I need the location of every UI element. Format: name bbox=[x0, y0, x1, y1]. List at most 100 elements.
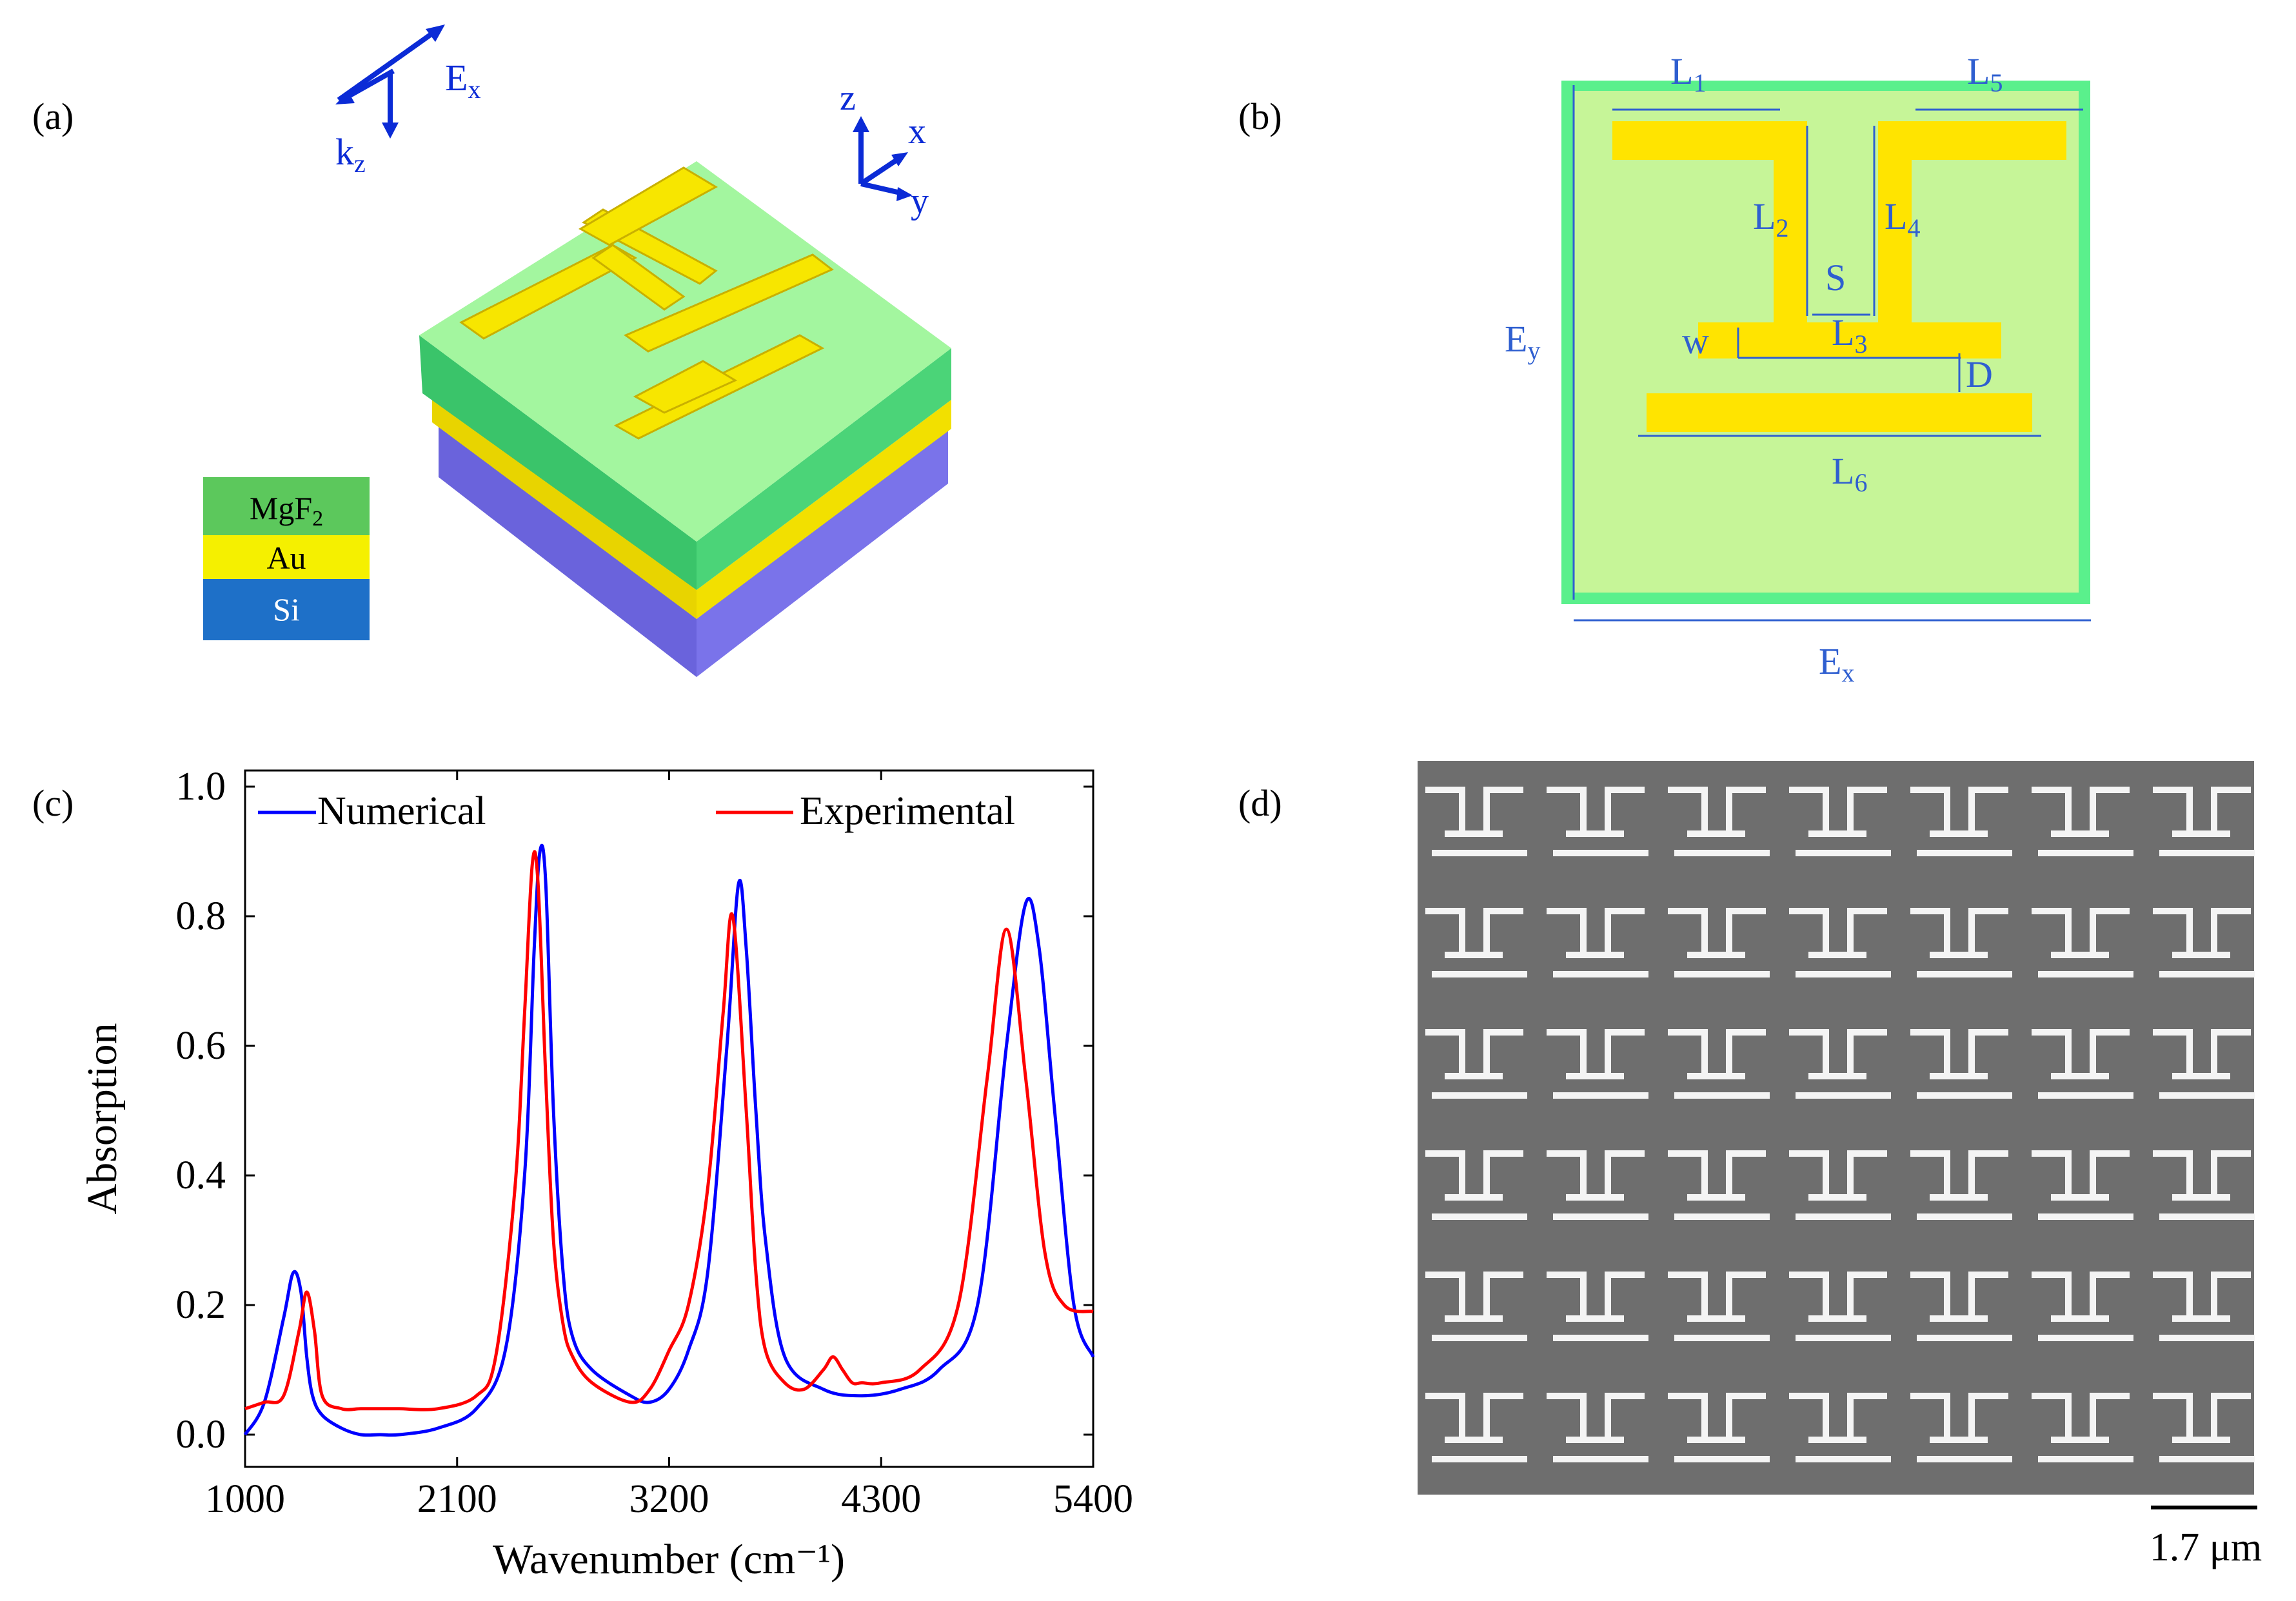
y-tick-label: 0.0 bbox=[176, 1413, 226, 1457]
sem-resonator bbox=[1789, 1272, 1891, 1341]
sem-resonator bbox=[1910, 1393, 2012, 1462]
sem-resonator bbox=[1910, 1029, 2012, 1099]
plot-frame bbox=[244, 769, 1094, 1468]
sem-resonator bbox=[1910, 1150, 2012, 1220]
sem-resonator bbox=[2153, 1150, 2255, 1220]
sem-resonator bbox=[2153, 787, 2255, 856]
sem-resonator bbox=[1425, 1393, 1527, 1462]
series-group bbox=[243, 843, 1095, 1437]
sem-resonator bbox=[1668, 908, 1770, 977]
svg-text:w: w bbox=[1682, 320, 1709, 362]
panel-a-label: (a) bbox=[32, 95, 74, 137]
x-tick-label: 1000 bbox=[205, 1477, 285, 1521]
sem-resonator-array bbox=[1425, 787, 2255, 1462]
axis-x-label: x bbox=[908, 112, 926, 152]
sem-resonator bbox=[1668, 1393, 1770, 1462]
panel-a: (a) Ex kz z x y bbox=[32, 25, 951, 677]
layer-mgf2-label: MgF2 bbox=[250, 490, 323, 531]
sem-resonator bbox=[1547, 1150, 1648, 1220]
svg-text:L1: L1 bbox=[1670, 50, 1706, 97]
legend-label-experimental: Experimental bbox=[800, 789, 1015, 833]
legend: Numerical Experimental bbox=[258, 789, 1015, 833]
sem-resonator bbox=[2153, 908, 2255, 977]
svg-text:S: S bbox=[1825, 257, 1846, 299]
svg-text:Ex: Ex bbox=[1819, 640, 1854, 687]
svg-text:L4: L4 bbox=[1885, 195, 1920, 242]
sem-resonator bbox=[2032, 1150, 2133, 1220]
y-axis-title: Absorption bbox=[79, 1023, 126, 1215]
series-line-numerical bbox=[243, 843, 1095, 1437]
sem-resonator bbox=[1547, 1029, 1648, 1099]
sem-resonator bbox=[2153, 1272, 2255, 1341]
sem-resonator bbox=[2153, 1029, 2255, 1099]
sem-resonator bbox=[1910, 787, 2012, 856]
sem-resonator bbox=[2032, 1272, 2133, 1341]
scale-bar-label: 1.7 μm bbox=[2150, 1526, 2262, 1569]
polarization-diagram bbox=[335, 25, 445, 139]
sem-resonator bbox=[1547, 1393, 1648, 1462]
sem-resonator bbox=[1668, 1150, 1770, 1220]
x-tick-label: 3200 bbox=[629, 1477, 709, 1521]
panel-d: (d) 1.7 μm bbox=[1238, 761, 2262, 1569]
x-tick-label: 5400 bbox=[1053, 1477, 1133, 1521]
sem-resonator bbox=[1789, 1029, 1891, 1099]
y-tick-label: 0.2 bbox=[176, 1283, 226, 1327]
wave-vector-label: kz bbox=[335, 131, 366, 178]
svg-text:L6: L6 bbox=[1832, 450, 1867, 497]
dimension-labels: L1 L5 L2 L4 S w L3 D L6 Ey Ex bbox=[1505, 50, 2003, 687]
sem-resonator bbox=[1668, 787, 1770, 856]
sem-resonator bbox=[1425, 1150, 1527, 1220]
sem-resonator bbox=[2032, 908, 2133, 977]
sem-resonator bbox=[1910, 1272, 2012, 1341]
tick-group: 1000 2100 3200 4300 5400 0.0 0.2 0.4 0.6 0.8 1.0 bbox=[176, 765, 1134, 1521]
sem-resonator bbox=[1789, 1393, 1891, 1462]
sem-resonator bbox=[1547, 1272, 1648, 1341]
sem-resonator bbox=[1668, 1029, 1770, 1099]
field-label: Ex bbox=[445, 57, 480, 104]
layer-si-label: Si bbox=[273, 591, 300, 627]
svg-text:L2: L2 bbox=[1753, 195, 1788, 242]
series-line-experimental bbox=[244, 850, 1094, 1411]
sem-resonator bbox=[2032, 1029, 2133, 1099]
panel-d-label: (d) bbox=[1238, 782, 1282, 824]
panel-b-label: (b) bbox=[1238, 95, 1282, 137]
y-tick-label: 1.0 bbox=[176, 765, 226, 809]
sem-resonator bbox=[2032, 787, 2133, 856]
panel-c-label: (c) bbox=[32, 782, 74, 824]
y-tick-label: 0.8 bbox=[176, 894, 226, 938]
axis-y-label: y bbox=[911, 181, 929, 221]
sem-resonator bbox=[1910, 908, 2012, 977]
axis-z-label: z bbox=[840, 78, 856, 118]
dimension-lines bbox=[1572, 85, 2091, 622]
sem-resonator bbox=[1425, 1029, 1527, 1099]
sem-resonator bbox=[1789, 787, 1891, 856]
sem-resonator bbox=[1425, 787, 1527, 856]
sem-resonator bbox=[1789, 1150, 1891, 1220]
sem-image bbox=[1418, 761, 2254, 1495]
sem-resonator bbox=[1789, 908, 1891, 977]
svg-text:L3: L3 bbox=[1832, 311, 1867, 359]
panel-b: (b) L1 L5 L2 L4 S w L3 D L6 Ey Ex bbox=[1238, 50, 2091, 687]
y-tick-label: 0.6 bbox=[176, 1024, 226, 1068]
x-tick-label: 4300 bbox=[841, 1477, 921, 1521]
sem-resonator bbox=[2032, 1393, 2133, 1462]
sem-resonator bbox=[1547, 908, 1648, 977]
sem-resonator bbox=[2153, 1393, 2255, 1462]
unit-cell-3d bbox=[419, 161, 951, 677]
y-tick-label: 0.4 bbox=[176, 1154, 226, 1197]
resonator-shape bbox=[1612, 121, 2066, 432]
svg-text:D: D bbox=[1966, 353, 1993, 395]
layer-au-label: Au bbox=[266, 540, 306, 576]
legend-label-numerical: Numerical bbox=[317, 789, 486, 833]
sem-resonator bbox=[1668, 1272, 1770, 1341]
layer-legend: MgF2 Au Si bbox=[203, 477, 370, 640]
sem-resonator bbox=[1425, 908, 1527, 977]
coordinate-axes bbox=[853, 116, 913, 201]
svg-text:L5: L5 bbox=[1967, 50, 2003, 97]
sem-resonator bbox=[1547, 787, 1648, 856]
x-tick-label: 2100 bbox=[417, 1477, 497, 1521]
x-axis-title: Wavenumber (cm⁻¹) bbox=[493, 1536, 845, 1583]
svg-text:Ey: Ey bbox=[1505, 318, 1540, 365]
sem-resonator bbox=[1425, 1272, 1527, 1341]
